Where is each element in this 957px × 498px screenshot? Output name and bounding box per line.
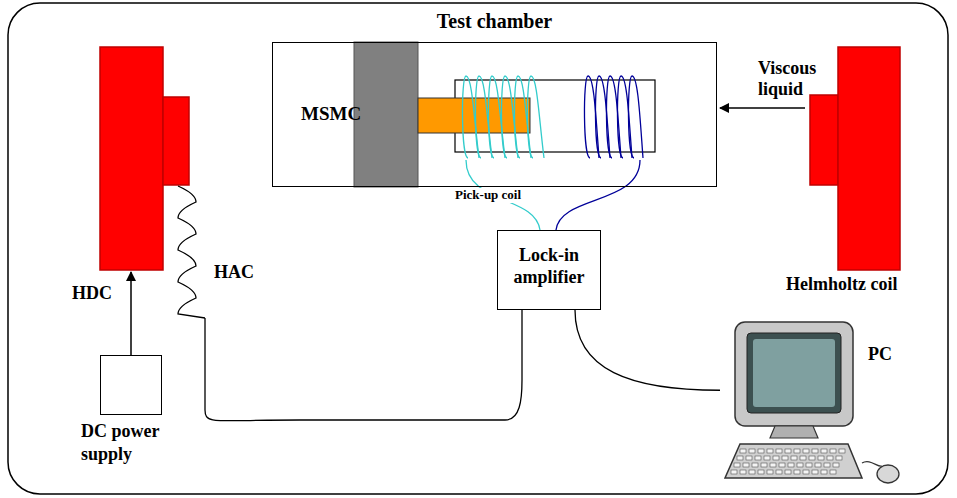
flow-arrow	[720, 107, 805, 109]
node-label: Lock-in amplifier	[498, 231, 600, 288]
pickup-coil	[584, 76, 643, 158]
field-label: HDC	[72, 283, 122, 304]
node-label: DC power supply	[81, 420, 191, 467]
computer-drawing	[720, 318, 910, 490]
pc-icon: PC	[720, 318, 910, 490]
coil-wire	[556, 160, 640, 230]
helmholtz-coil	[838, 47, 900, 270]
pickup-coil	[462, 76, 544, 158]
field-arrow	[130, 272, 132, 355]
node-label: PC	[868, 344, 892, 365]
power-supply-box: DC power supply	[100, 355, 162, 415]
liquid-label: Viscous liquid	[758, 58, 836, 99]
helmholtz-coil	[810, 95, 838, 185]
ac-wire	[178, 186, 205, 318]
coil-label: Helmholtz coil	[786, 274, 946, 295]
coil-label: Pick-up coil	[453, 188, 523, 203]
msmc-block	[354, 42, 418, 187]
lockin-box: Lock-in amplifier	[497, 230, 601, 310]
field-label: HAC	[214, 262, 264, 283]
node-label: MSMC	[301, 95, 417, 125]
helmholtz-coil	[100, 47, 163, 270]
chamber-box: Test chamberMSMC	[272, 42, 717, 187]
ac-wire	[205, 310, 522, 421]
signal-cable	[575, 310, 720, 390]
helmholtz-coil	[163, 97, 189, 185]
node-label: Test chamber	[273, 10, 716, 33]
msmc-label-box: MSMC	[301, 95, 417, 135]
frame	[8, 3, 948, 494]
